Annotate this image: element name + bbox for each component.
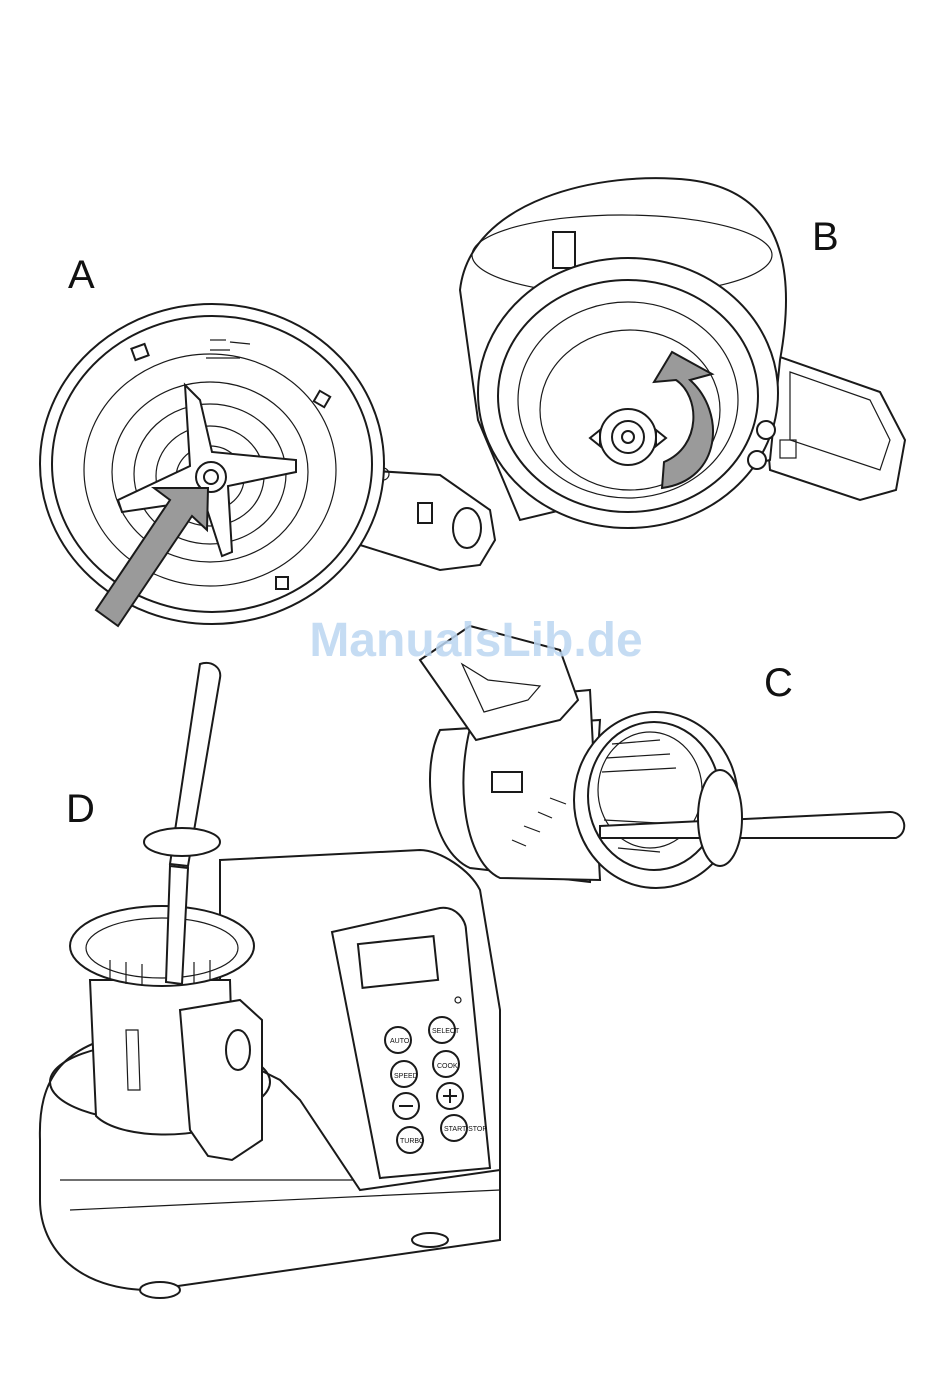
svg-text:TURBO: TURBO	[400, 1138, 425, 1145]
figure-b-coupling	[600, 409, 656, 465]
figure-a: A	[40, 253, 495, 626]
watermark-text: ManualsLib.de	[309, 614, 642, 667]
svg-text:COOK: COOK	[437, 1063, 458, 1070]
figure-b-base-ring	[478, 258, 778, 528]
figure-a-label: A	[68, 253, 95, 297]
figure-b: B	[460, 178, 905, 528]
figure-c-label: C	[764, 661, 793, 705]
figure-d-label: D	[66, 787, 95, 831]
svg-text:SPEED: SPEED	[394, 1073, 418, 1080]
svg-text:SELECT: SELECT	[432, 1028, 460, 1035]
svg-text:START STOP: START STOP	[444, 1126, 487, 1133]
svg-text:AUTO: AUTO	[390, 1038, 410, 1045]
figure-b-handle	[760, 350, 905, 500]
figure-b-label: B	[812, 215, 839, 259]
